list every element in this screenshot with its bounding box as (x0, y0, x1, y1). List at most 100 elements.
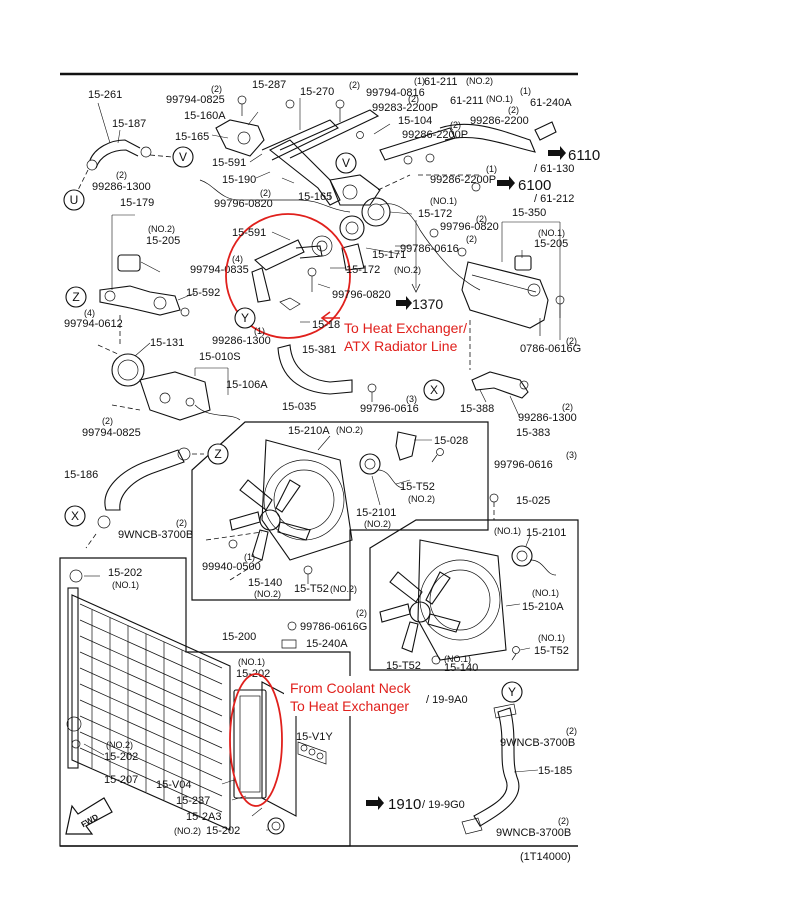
note-coolant-neck-line1: From Coolant Neck (290, 680, 412, 696)
svg-text:X: X (430, 383, 438, 397)
callout-y-2: Y (501, 681, 523, 703)
label-99786-0616a: 99786-0616 (400, 243, 459, 255)
coolant-reservoir-group (461, 221, 565, 370)
label-15-205-no1: (NO.1) (538, 228, 565, 238)
label-15-010s: 15-010S (199, 351, 241, 363)
label-99796-0820a-qty: (2) (260, 188, 271, 198)
radiator-core (66, 569, 231, 831)
svg-text:U: U (70, 193, 79, 207)
label-15-190: 15-190 (222, 174, 256, 186)
label-15-287: 15-287 (252, 79, 286, 91)
label-61-211-b: 61-211 (450, 95, 483, 107)
label-99786-0616a-qty: (2) (466, 234, 477, 244)
ref-19-9a0: / 19-9A0 (426, 694, 468, 706)
fan-assembly-box-15-025 (369, 519, 579, 671)
label-99286-1300-c: 99286-1300 (518, 412, 577, 424)
label-9wncb-a-qty: (2) (176, 518, 187, 528)
label-61-240a-qty: (1) (520, 86, 531, 96)
label-9wncb-c: 9WNCB-3700B (496, 827, 571, 839)
callout-z-2: Z (207, 443, 229, 465)
label-99796-0616a-qty: (3) (406, 394, 417, 404)
label-15-025: 15-025 (516, 495, 550, 507)
ref-6100-sub: / 61-212 (534, 193, 574, 205)
svg-text:V: V (342, 156, 350, 170)
label-15-131: 15-131 (150, 337, 184, 349)
callout-z-1: Z (65, 286, 87, 308)
label-15-v1y: 15-V1Y (296, 731, 333, 743)
forward-arrow-icon (65, 797, 113, 835)
callout-y-1: Y (234, 307, 256, 329)
thermostat-housing-group (99, 214, 196, 345)
label-15-383: 15-383 (516, 427, 550, 439)
callout-x-2: X (64, 505, 86, 527)
ref-arrow-1370-icon (396, 296, 412, 310)
label-99286-1300-b-qty: (1) (254, 326, 265, 336)
label-15-202-c: 15-202 (104, 751, 138, 763)
svg-text:Y: Y (241, 311, 249, 325)
label-15-172-a: 15-172 (418, 208, 452, 220)
label-15-2101-b: 15-2101 (526, 527, 566, 539)
ref-6110-sub: / 61-130 (534, 163, 574, 175)
label-61-240a: 61-240A (530, 97, 572, 109)
label-15-035: 15-035 (282, 401, 316, 413)
hose-15-186-group (85, 447, 204, 549)
ref-1910-sub: / 19-9G0 (422, 799, 465, 811)
label-99796-0616b: 99796-0616 (494, 459, 553, 471)
water-pump-group (97, 342, 241, 421)
label-15-172-b: 15-172 (346, 264, 380, 276)
label-99796-0820a: 99796-0820 (214, 198, 273, 210)
label-0786-0616g-qty: (2) (566, 336, 577, 346)
fan-shroud-no1 (379, 535, 557, 665)
label-99794-0835: 99794-0835 (190, 264, 249, 276)
label-99283-2200p-qty: (2) (408, 94, 419, 104)
label-15-240a: 15-240A (306, 638, 348, 650)
clip-icon (281, 639, 297, 649)
label-99794-0825a: 99794-0825 (166, 94, 225, 106)
label-99796-0616a: 99796-0616 (360, 403, 419, 415)
label-99794-0835-qty: (4) (232, 254, 243, 264)
label-9wncb-a: 9WNCB-3700B (118, 529, 193, 541)
label-99286-2200p-b: 99286-2200P (430, 174, 496, 186)
label-99283-2200p: 99283-2200P (372, 102, 438, 114)
label-99794-0816-qty: (2) (349, 80, 360, 90)
label-15-237: 15-237 (176, 795, 210, 807)
label-15-202-a: 15-202 (108, 567, 142, 579)
ref-6100: 6100 (518, 177, 551, 194)
ref-6110: 6110 (568, 147, 600, 164)
label-15-2101-a: 15-2101 (356, 507, 396, 519)
label-99786-0616g: 99786-0616G (300, 621, 367, 633)
label-15-172-no1: (NO.1) (430, 196, 457, 206)
label-99794-0612: 99794-0612 (64, 318, 123, 330)
ref-arrow-6110-icon (548, 146, 566, 160)
label-99794-0825b-qty: (2) (102, 416, 113, 426)
label-15-210a-b: 15-210A (522, 601, 564, 613)
ref-1910: 1910 (388, 796, 421, 813)
callout-v-2: V (335, 152, 357, 174)
label-15-185: 15-185 (538, 765, 572, 777)
label-0786-0616g: 0786-0616G (520, 343, 581, 355)
label-15-028: 15-028 (434, 435, 468, 447)
label-15-106a: 15-106A (226, 379, 268, 391)
note-heat-exchanger-line2: ATX Radiator Line (344, 338, 458, 354)
label-15-207: 15-207 (104, 774, 138, 786)
label-61-211-b-no: (NO.1) (486, 94, 513, 104)
label-61-211-a-qty: (1) (414, 76, 425, 86)
note-heat-exchanger-line1: To Heat Exchanger/ (344, 320, 467, 336)
label-99286-1300: 99286-1300 (92, 181, 151, 193)
label-15-186: 15-186 (64, 469, 98, 481)
svg-text:Z: Z (214, 447, 221, 461)
label-15-202-d: 15-202 (206, 825, 240, 837)
red-arrowhead-icon (320, 311, 331, 325)
label-15-202-b-no: (NO.1) (238, 657, 265, 667)
label-99286-2200p-b-qty: (1) (486, 164, 497, 174)
label-15-2101-b-no: (NO.1) (494, 526, 521, 536)
ref-arrow-1910-icon (366, 796, 384, 810)
label-15-t52-b-no: (NO.2) (330, 584, 357, 594)
label-99796-0820c: 99796-0820 (332, 289, 391, 301)
label-15-160a: 15-160A (184, 110, 226, 122)
label-15-202-c-no: (NO.2) (106, 740, 133, 750)
bolt-icon (489, 493, 499, 503)
label-99940-0500-qty: (1) (244, 552, 255, 562)
label-15-172-no2: (NO.2) (394, 265, 421, 275)
